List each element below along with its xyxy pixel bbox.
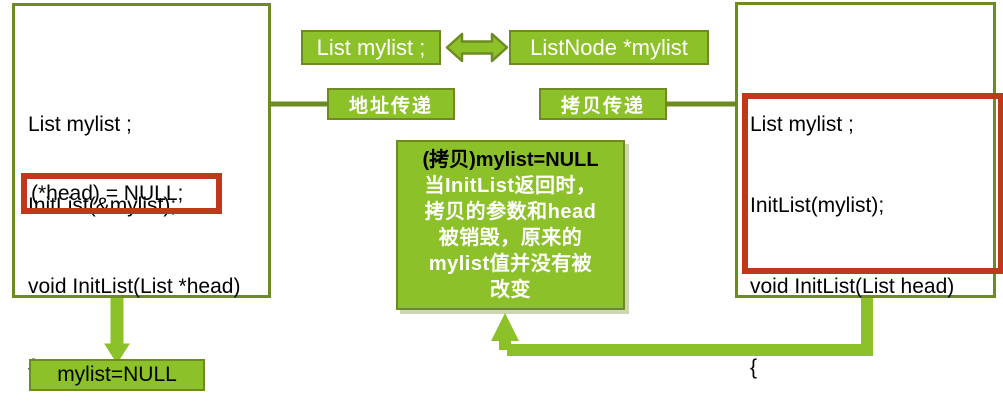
note-body-line: 当InitList返回时， xyxy=(424,175,597,197)
code-line: void InitList(List head) xyxy=(750,275,955,298)
code-line: List mylist ; xyxy=(28,113,132,136)
chip-listnode-mylist[interactable]: ListNode *mylist xyxy=(509,30,709,65)
right-highlight-box xyxy=(742,93,1003,274)
code-line: void InitList(List *head) xyxy=(28,275,241,298)
left-code-panel xyxy=(12,3,271,298)
chip-mylist-null-result[interactable]: mylist=NULL xyxy=(29,359,205,391)
center-explanation-note: (拷贝)mylist=NULL 当InitList返回时， 拷贝的参数和head… xyxy=(396,140,625,310)
note-body-line: 被销毁，原来的 xyxy=(438,227,583,249)
right-panel-code: List mylist ; InitList(mylist); void Ini… xyxy=(750,57,954,403)
left-highlight-text: (*head) = NULL; xyxy=(31,182,184,205)
code-line: { xyxy=(750,356,758,379)
note-first-line: (拷贝)mylist=NULL xyxy=(422,149,599,171)
code-line: List mylist ; xyxy=(750,113,854,136)
code-line: InitList(mylist); xyxy=(750,194,885,217)
chip-copy-passing[interactable]: 拷贝传递 xyxy=(539,88,667,120)
right-code-panel xyxy=(735,2,996,298)
left-highlight-box xyxy=(21,173,222,214)
double-headed-arrow-icon xyxy=(445,32,509,63)
left-panel-code: List mylist ; InitList(&mylist); void In… xyxy=(28,57,240,403)
chip-list-mylist[interactable]: List mylist ; xyxy=(301,30,441,65)
note-body-line: 改变 xyxy=(490,279,531,301)
chip-address-passing[interactable]: 地址传递 xyxy=(327,88,455,120)
note-body-line: mylist值并没有被 xyxy=(428,253,593,275)
note-body-line: 拷贝的参数和head xyxy=(424,201,597,223)
